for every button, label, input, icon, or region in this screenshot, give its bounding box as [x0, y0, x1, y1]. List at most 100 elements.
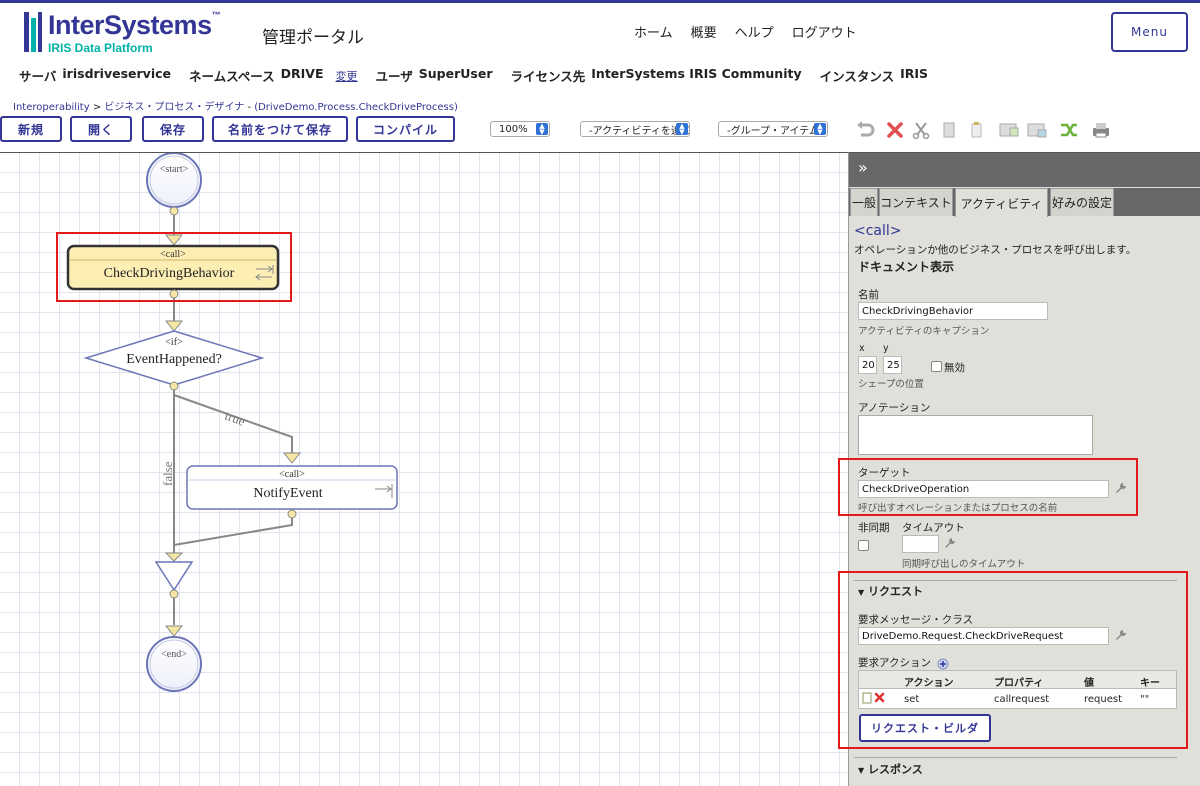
paste-icon[interactable]: [966, 120, 988, 140]
x-input[interactable]: 20: [858, 356, 877, 374]
x-label: x: [859, 343, 865, 354]
request-class-label: 要求メッセージ・クラス: [858, 614, 974, 626]
output-port[interactable]: [169, 589, 179, 599]
output-port[interactable]: [287, 509, 297, 519]
wrench-icon[interactable]: [1115, 482, 1127, 497]
output-port[interactable]: [169, 381, 179, 391]
target-label: ターゲット: [858, 467, 911, 479]
input-port[interactable]: [282, 452, 302, 464]
input-port[interactable]: [164, 320, 184, 332]
annotation-label: アノテーション: [858, 402, 931, 414]
add-activity-select[interactable]: -アクティビティを追加- ▲▼: [580, 121, 690, 137]
group-item-select-value: -グループ・アイテム-: [727, 125, 823, 137]
row-value: request: [1084, 694, 1123, 705]
column-header-value: 値: [1084, 678, 1094, 689]
zoom-select[interactable]: 100% ▲▼: [490, 121, 550, 137]
y-input[interactable]: 25: [883, 356, 902, 374]
open-button[interactable]: 開く: [70, 116, 132, 142]
join-node[interactable]: [154, 561, 194, 592]
name-input[interactable]: CheckDrivingBehavior: [858, 302, 1048, 320]
output-port[interactable]: [169, 289, 179, 299]
compile-button[interactable]: コンパイル: [356, 116, 455, 142]
edit-row-icon[interactable]: [862, 692, 872, 707]
nav-overview-link[interactable]: 概要: [690, 26, 717, 41]
call-check-driving-behavior-shape[interactable]: [66, 244, 280, 291]
group-icon[interactable]: [998, 120, 1020, 140]
output-port[interactable]: [169, 206, 179, 216]
nav-home-link[interactable]: ホーム: [634, 26, 673, 41]
undo-icon[interactable]: [854, 120, 876, 140]
caret-down-icon: ▼: [858, 588, 865, 597]
async-label: 非同期: [858, 522, 890, 534]
portal-title: 管理ポータル: [262, 28, 364, 48]
call-notify-event-shape[interactable]: [186, 465, 398, 510]
delete-row-icon[interactable]: [874, 692, 885, 706]
if-name: EventHappened?: [126, 352, 222, 367]
end-node[interactable]: [146, 636, 202, 692]
group-item-select[interactable]: -グループ・アイテム- ▲▼: [718, 121, 828, 137]
server-value: irisdriveservice: [62, 66, 171, 81]
breadcrumb-page-link[interactable]: ビジネス・プロセス・デザイナ: [104, 102, 245, 113]
timeout-help: 同期呼び出しのタイムアウト: [902, 559, 1026, 570]
license-label: ライセンス先: [510, 69, 586, 84]
request-action-label: 要求アクション: [858, 657, 931, 669]
copy-icon[interactable]: [938, 120, 960, 140]
table-header: [859, 671, 1176, 689]
request-class-input[interactable]: DriveDemo.Request.CheckDriveRequest: [858, 627, 1109, 645]
print-icon[interactable]: [1090, 120, 1112, 140]
document-view-link[interactable]: ドキュメント表示: [858, 260, 955, 274]
cut-icon[interactable]: [910, 120, 932, 140]
input-port[interactable]: [164, 625, 184, 637]
response-section-toggle[interactable]: ▼ レスポンス: [858, 761, 923, 777]
arrange-icon[interactable]: [1058, 120, 1080, 140]
tab-context[interactable]: コンテキスト: [879, 188, 953, 216]
new-button[interactable]: 新規: [0, 116, 62, 142]
nav-help-link[interactable]: ヘルプ: [734, 26, 774, 41]
wrench-icon[interactable]: [1115, 629, 1127, 644]
request-section-toggle[interactable]: ▼ リクエスト: [858, 583, 923, 599]
save-as-button[interactable]: 名前をつけて保存: [212, 116, 348, 142]
add-action-icon[interactable]: [937, 655, 949, 674]
intersystems-logo[interactable]: InterSystems™ IRIS Data Platform: [24, 10, 224, 60]
save-button[interactable]: 保存: [142, 116, 204, 142]
logo-subtitle: IRIS Data Platform: [48, 41, 153, 55]
request-builder-button[interactable]: リクエスト・ビルダ: [859, 714, 991, 742]
zoom-select-value: 100%: [499, 123, 528, 135]
caret-down-icon: ▼: [858, 766, 865, 775]
annotation-textarea[interactable]: [858, 415, 1093, 455]
breadcrumb-root-link[interactable]: Interoperability: [13, 102, 90, 113]
input-port[interactable]: [164, 234, 184, 246]
nav-logout-link[interactable]: ログアウト: [791, 26, 857, 41]
panel-titlebar: »: [849, 153, 1200, 187]
tab-activity[interactable]: アクティビティ: [955, 188, 1048, 217]
license-value: InterSystems IRIS Community: [591, 66, 802, 81]
properties-panel: » 一般 コンテキスト アクティビティ 好みの設定 <call> オペレーション…: [848, 152, 1200, 786]
async-checkbox[interactable]: [858, 540, 869, 551]
bpl-diagram-canvas[interactable]: <start> <call> CheckDrivingBehavior <if>…: [0, 152, 848, 786]
select-arrow-icon: ▲▼: [676, 123, 688, 136]
start-node[interactable]: [146, 153, 202, 208]
ungroup-icon[interactable]: [1026, 120, 1048, 140]
end-label: <end>: [161, 649, 187, 660]
timeout-input[interactable]: [902, 535, 939, 553]
target-input[interactable]: CheckDriveOperation: [858, 480, 1109, 498]
add-activity-select-value: -アクティビティを追加-: [589, 125, 690, 137]
row-action: set: [904, 694, 920, 705]
logo-name: InterSystems: [48, 10, 212, 40]
top-navigation: ホーム 概要 ヘルプ ログアウト: [634, 22, 857, 41]
menu-button[interactable]: Menu: [1111, 12, 1188, 52]
column-header-key: キー: [1140, 678, 1160, 689]
true-branch-label: true: [223, 408, 247, 429]
call1-name: CheckDrivingBehavior: [104, 266, 235, 281]
bpl-diagram: <start> <call> CheckDrivingBehavior <if>…: [66, 153, 398, 692]
request-actions-table: アクション プロパティ 値 キー set callrequest request…: [858, 670, 1177, 709]
input-port[interactable]: [164, 552, 184, 562]
change-namespace-link[interactable]: 変更: [335, 70, 358, 83]
wrench-icon[interactable]: [944, 537, 956, 552]
disabled-checkbox[interactable]: [931, 361, 942, 372]
tab-general[interactable]: 一般: [850, 188, 878, 216]
delete-icon[interactable]: [884, 120, 906, 140]
tab-preferences[interactable]: 好みの設定: [1050, 188, 1114, 216]
collapse-panel-icon[interactable]: »: [858, 158, 868, 177]
select-arrow-icon: ▲▼: [814, 123, 826, 136]
